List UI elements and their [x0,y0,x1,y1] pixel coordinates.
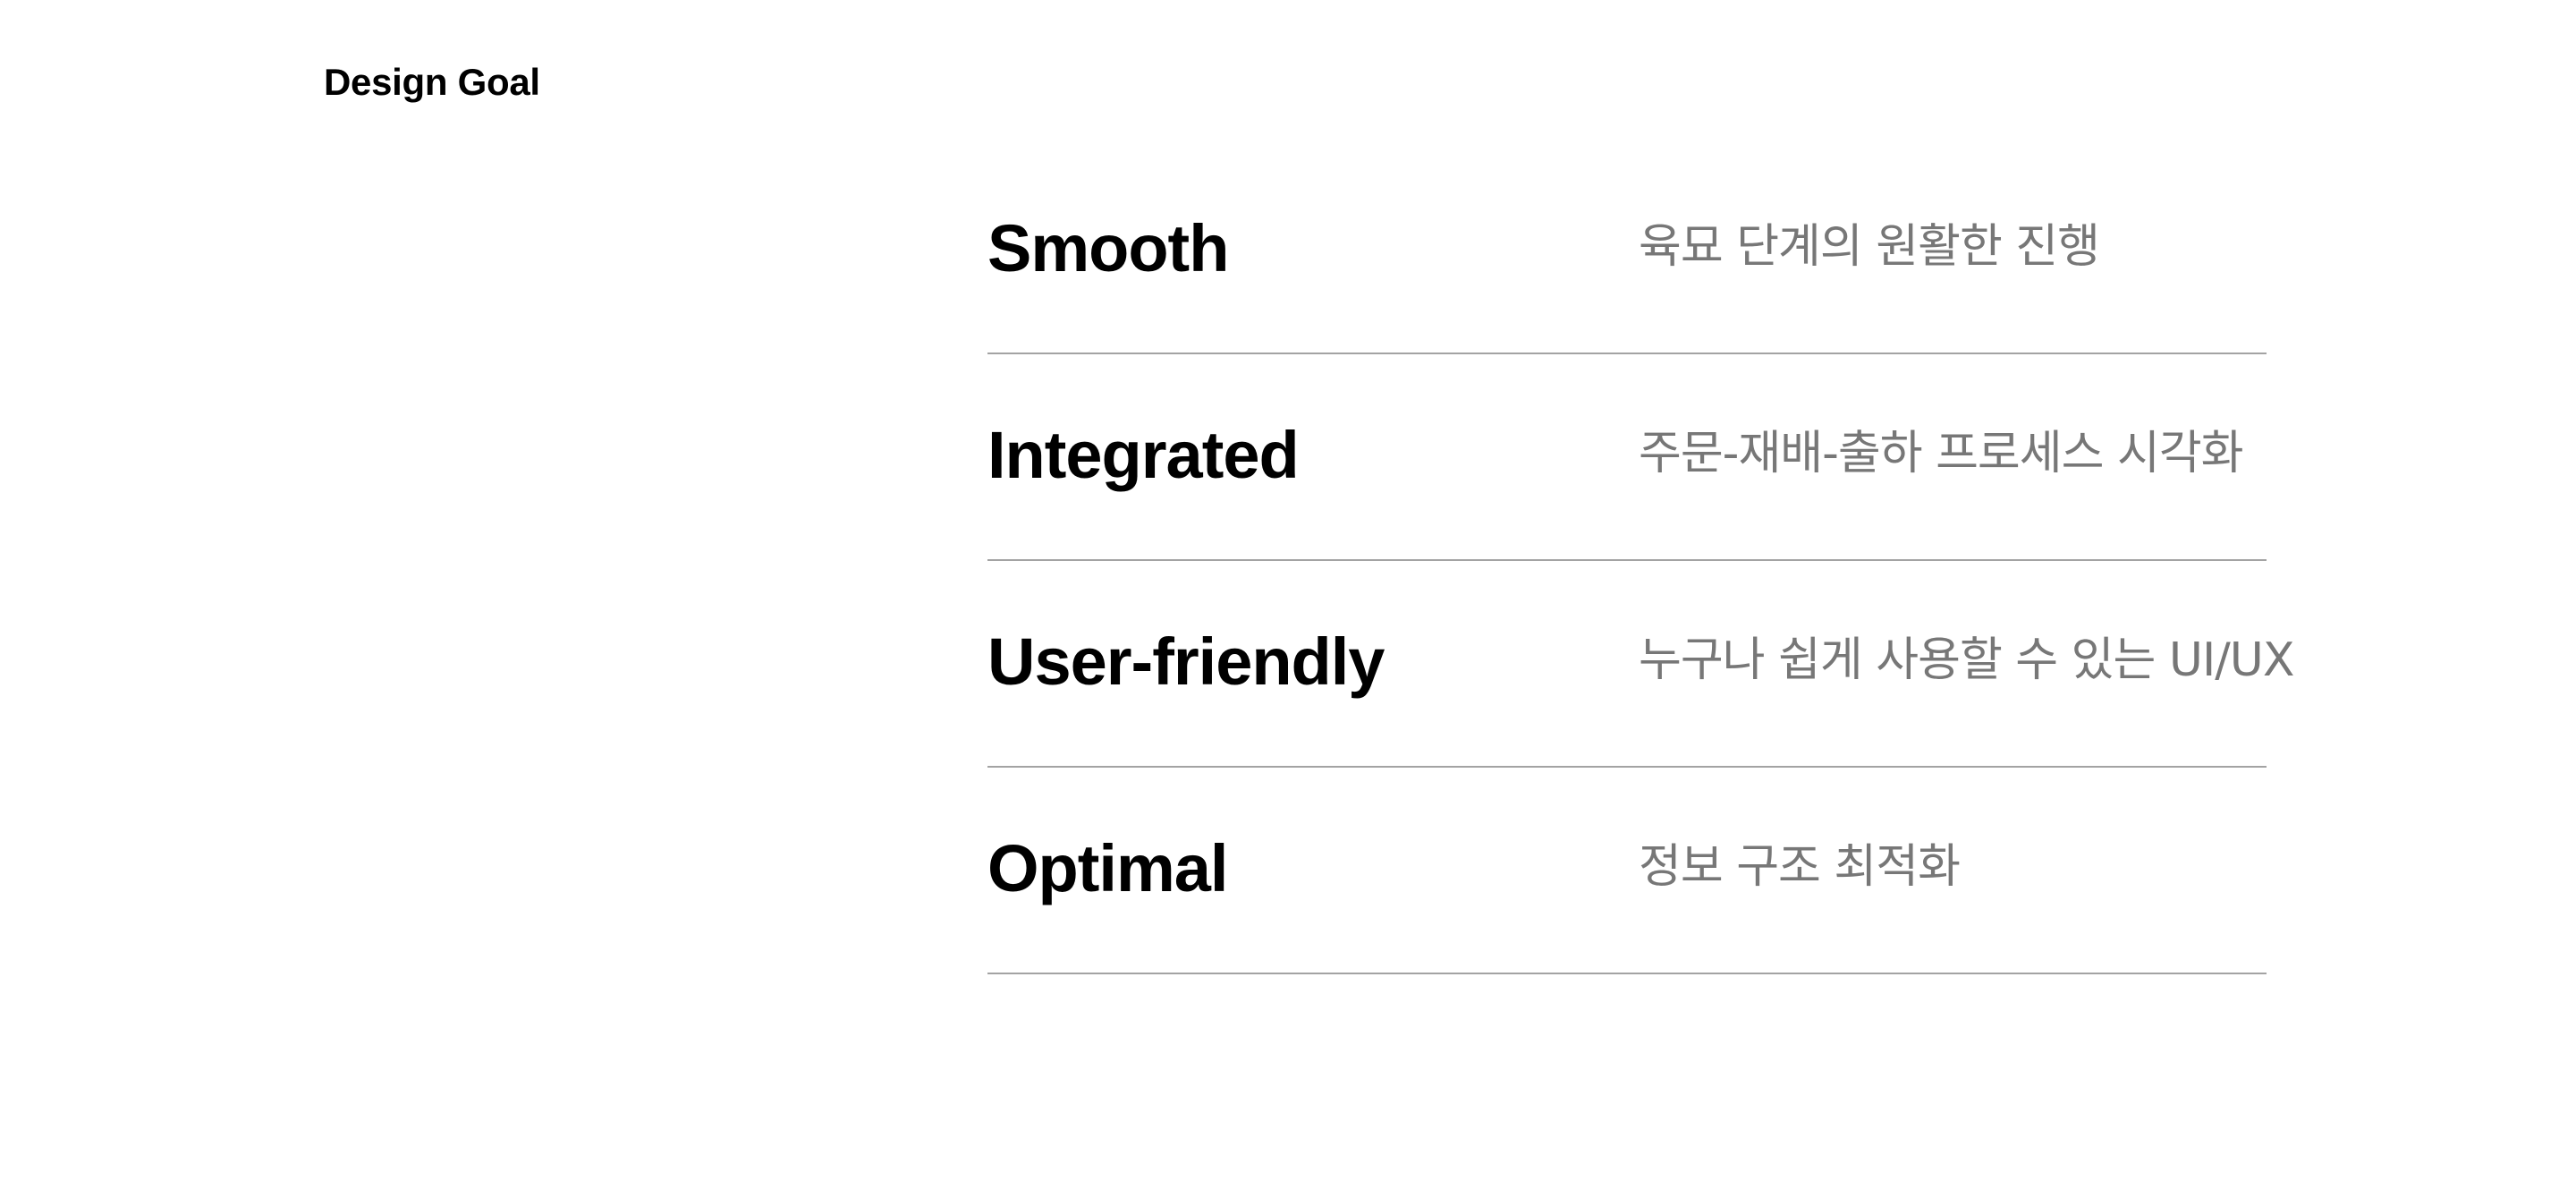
goal-row-integrated: Integrated 주문-재배-출하 프로세스 시각화 [987,354,2267,561]
goal-description: 누구나 쉽게 사용할 수 있는 UI/UX [1639,633,2294,687]
goal-term: Integrated [987,418,1300,492]
goal-term: Optimal [987,831,1228,905]
goal-row-optimal: Optimal 정보 구조 최적화 [987,768,2267,974]
goal-row-user-friendly: User-friendly 누구나 쉽게 사용할 수 있는 UI/UX [987,561,2294,768]
goal-description: 주문-재배-출하 프로세스 시각화 [1639,427,2244,480]
goal-description: 육묘 단계의 원활한 진행 [1639,220,2100,274]
page-title: Design Goal [324,61,540,103]
goal-description: 정보 구조 최적화 [1639,840,1961,894]
goal-row-smooth: Smooth 육묘 단계의 원활한 진행 [987,148,2267,354]
design-goal-list: Smooth 육묘 단계의 원활한 진행 Integrated 주문-재배-출하… [987,148,2294,974]
goal-term: Smooth [987,211,1229,285]
goal-term: User-friendly [987,624,1385,699]
